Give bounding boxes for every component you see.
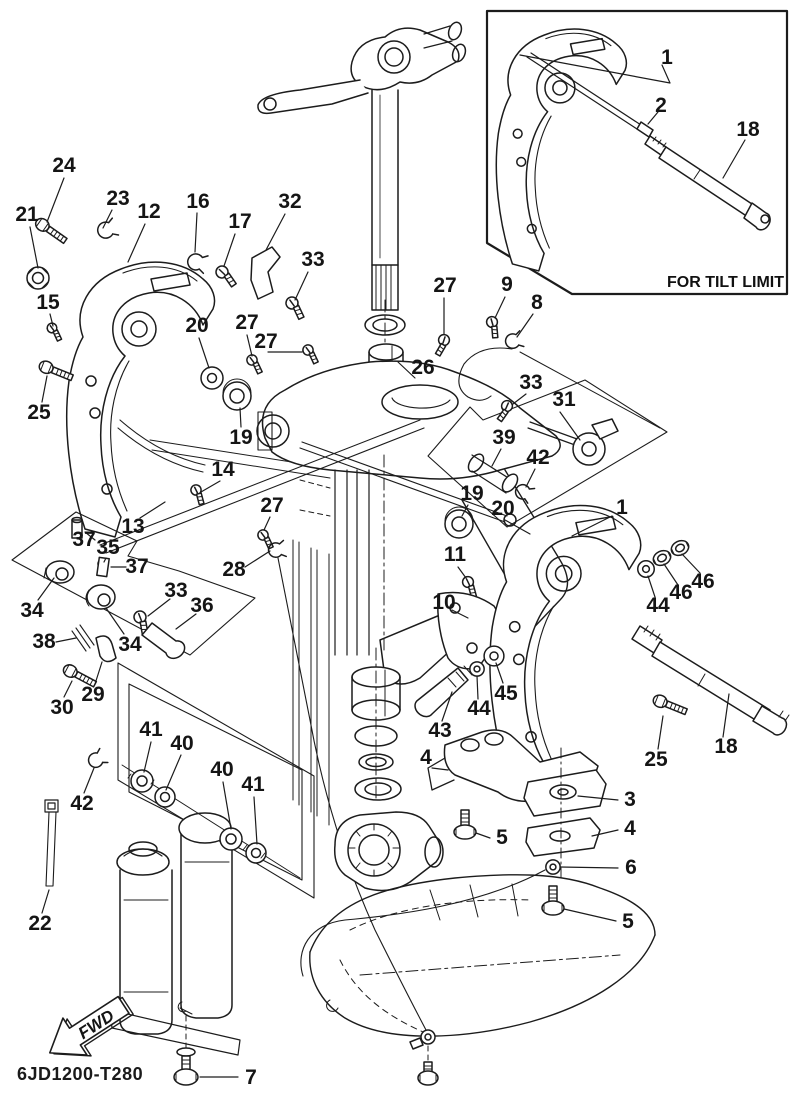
right-clamp-bracket xyxy=(489,504,789,787)
part-code: 6JD1200-T280 xyxy=(17,1064,144,1084)
trim-cylinder-unit xyxy=(45,747,300,1085)
tilt-lever-parts xyxy=(430,313,660,668)
lower-pan xyxy=(301,870,655,1085)
leader-lines xyxy=(30,178,729,1077)
limit-wire xyxy=(253,527,426,1030)
swivel-bracket xyxy=(257,361,568,684)
inset-caption: FOR TILT LIMIT xyxy=(666,274,784,291)
tilt-limit-inset xyxy=(487,11,787,294)
lower-mount-assembly xyxy=(335,645,606,915)
group-panels xyxy=(12,380,667,898)
steering-shaft xyxy=(258,20,468,386)
mount-damper-cluster xyxy=(44,518,185,691)
